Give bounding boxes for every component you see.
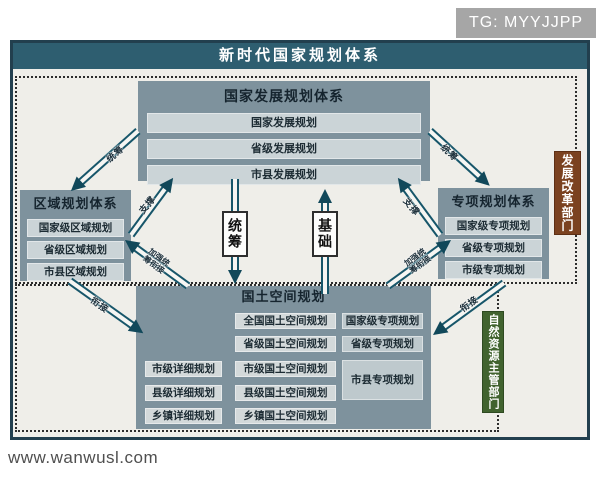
spatial-special-plan-item: 市县专项规划 [342, 360, 423, 400]
regional-plan-item: 省级区域规划 [27, 241, 124, 259]
arrowhead-icon [228, 270, 242, 284]
spatial-special-plan-item: 国家级专项规划 [342, 313, 423, 329]
special-plan-box-title: 专项规划体系 [451, 194, 536, 209]
spatial-plan-box-title: 国土空间规划 [241, 289, 326, 304]
diagram-title: 新时代国家规划体系 [13, 43, 587, 69]
regional-plan-box: 区域规划体系 国家级区域规划 省级区域规划 市县区域规划 [20, 190, 131, 281]
arrowhead-icon [318, 189, 332, 203]
master-plan-item: 全国国土空间规划 [235, 313, 336, 329]
regional-plan-item: 市县区域规划 [27, 263, 124, 281]
detail-plan-item: 乡镇详细规划 [145, 408, 222, 424]
development-plan-item: 国家发展规划 [147, 113, 421, 133]
watermark-tg-badge: TG: MYYJJPP [456, 8, 596, 38]
watermark-site: www.wanwusl.com [8, 448, 159, 467]
development-plan-item: 省级发展规划 [147, 139, 421, 159]
master-plan-item: 乡镇国土空间规划 [235, 408, 336, 424]
spatial-plan-box: 国土空间规划 市级详细规划 县级详细规划 乡镇详细规划 全国国土空间规划 省级国… [136, 286, 431, 429]
regional-plan-item: 国家级区域规划 [27, 219, 124, 237]
special-plan-item: 国家级专项规划 [445, 217, 542, 235]
regional-plan-box-title: 区域规划体系 [33, 196, 118, 211]
spatial-special-plan-item: 省级专项规划 [342, 336, 423, 352]
master-plan-item: 县级国土空间规划 [235, 385, 336, 401]
diagram-frame: 新时代国家规划体系 国家发展规划体系 国家发展规划 省级发展规划 市县发展规划 … [10, 40, 590, 440]
special-plan-item: 市级专项规划 [445, 261, 542, 279]
dept-development-reform-label: 发展改革部门 [554, 151, 581, 235]
basis-key-box: 基础 [312, 211, 338, 257]
development-plan-box-title: 国家发展规划体系 [224, 88, 344, 104]
special-plan-box: 专项规划体系 国家级专项规划 省级专项规划 市级专项规划 [438, 188, 549, 279]
development-plan-box: 国家发展规划体系 国家发展规划 省级发展规划 市县发展规划 [138, 81, 430, 185]
master-plan-item: 省级国土空间规划 [235, 336, 336, 352]
coordinate-key-box: 统筹 [222, 211, 248, 257]
detail-plan-item: 市级详细规划 [145, 361, 222, 377]
detail-plan-item: 县级详细规划 [145, 385, 222, 401]
diagram-canvas: 国家发展规划体系 国家发展规划 省级发展规划 市县发展规划 区域规划体系 国家级… [13, 69, 587, 437]
development-plan-item: 市县发展规划 [147, 165, 421, 185]
master-plan-item: 市级国土空间规划 [235, 361, 336, 377]
special-plan-item: 省级专项规划 [445, 239, 542, 257]
dept-natural-resources-label: 自然资源主管部门 [482, 311, 504, 413]
